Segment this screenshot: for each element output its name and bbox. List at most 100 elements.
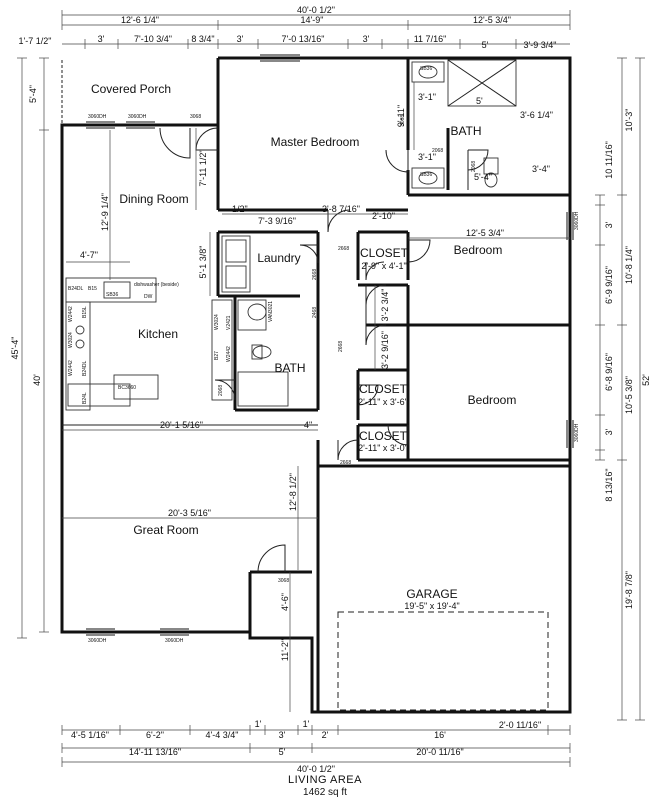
kitchen-code: B15L [82,306,88,318]
dim-interior: 11'-2" [280,639,290,661]
left-dimensions [17,57,49,639]
kitchen-code: B24L [82,392,88,404]
room-closet-2: CLOSET [359,382,408,396]
living-area-value: 1462 sq ft [303,787,347,798]
dim-bottom: 4'-5 1/16" [71,730,109,740]
dim-bath: 3'-4" [532,164,550,174]
kitchen-code: B24DL [82,360,88,376]
room-bedroom-1: Bedroom [454,243,503,257]
dim-seg: 5' [482,40,489,50]
dim-interior: 12'-8 1/2" [288,473,298,511]
dim-right: 10'-8 1/4" [624,246,634,284]
dim-interior: 12'-9 1/4" [100,193,110,231]
bath-code: W2442 [226,346,232,362]
windows [86,54,574,636]
sink-code: SB36 [420,172,432,178]
exterior-wall [60,56,572,714]
kitchen-code: W2442 [68,360,74,376]
room-covered-porch: Covered Porch [91,82,171,96]
door-code: 2468 [312,307,318,318]
dim-interior: 7'-3 9/16" [258,216,296,226]
right-dimensions [595,57,645,721]
room-closet-3: CLOSET [359,429,408,443]
kitchen-code: dishwasher (beside) [134,282,179,288]
dim-bath: 5'-4" [474,172,492,182]
door-code: 3068 [278,578,289,584]
door-code: 2668 [338,341,344,352]
dim-right: 10'-5 3/8" [624,376,634,414]
dim-interior: 4'-7" [80,250,98,260]
living-area-title: LIVING AREA [288,774,362,786]
dim-right: 10'-3" [624,109,634,132]
dim-interior: 12'-5 3/4" [466,228,504,238]
dim-seg: 3' [363,34,370,44]
dim-right: 3' [604,428,614,435]
dim-bottom: 4'-4 3/4" [206,730,239,740]
dim-bottom: 1' [303,719,310,729]
door-code: 2068 [432,148,443,154]
dim-interior: 4" [304,420,312,430]
dim-right-overall: 52' [641,374,650,386]
dim-bottom: 1' [255,719,262,729]
dim-right: 10 11/16" [604,141,614,179]
dim-seg: 7'-10 3/4" [134,34,172,44]
dim-interior: 3'-2 3/4" [380,289,390,322]
dim-bottom: 2' [322,730,329,740]
dim-right: 8 13/16" [604,468,614,501]
dim-porch-offset: 1'-7 1/2" [19,36,52,46]
dim-seg: 3' [237,34,244,44]
window-code: 3060DH [128,114,147,120]
dim-right: 19'-8 7/8" [624,571,634,609]
dim-interior: 3'-2 9/16" [380,331,390,369]
closet-1-size: 2'-9" x 4'-1" [361,261,406,271]
kitchen-code: DW [144,294,153,300]
dim-interior: 7'-11 1/2" [198,149,208,186]
room-laundry: Laundry [257,251,300,265]
interior-dim-lines [62,82,570,712]
dim-bottom: 6'-2" [146,730,164,740]
bath-code: VAN3021 [268,301,274,322]
kitchen-code: W3024 [68,332,74,348]
room-garage: GARAGE [406,587,457,601]
room-kitchen: Kitchen [138,327,178,341]
garage-size: 19'-5" x 19'-4" [404,601,459,611]
door-code: 3068 [190,114,201,120]
dim-bottom: 14'-11 13/16" [129,747,181,757]
bath-code: B27 [214,351,220,360]
dim-interior: 1/2" [232,204,248,214]
dim-left-inner: 40' [32,374,42,386]
door-swings [159,127,489,573]
dim-top-left: 12'-6 1/4" [121,15,159,25]
closet-2-size: 2'-11" x 3'-6" [358,397,408,407]
room-bedroom-2: Bedroom [468,393,517,407]
window-code: 3060DH [88,114,107,120]
room-great-room: Great Room [133,523,198,537]
dim-left-overall: 45'-4" [10,337,20,360]
dim-bath: 3'-6 1/4" [520,110,553,120]
dim-interior: 5'-1 3/8" [198,246,208,279]
dim-top-mid: 14'-9" [301,15,324,25]
dim-interior: 20'-3 5/16" [168,508,211,518]
room-master-bath: BATH [450,124,481,138]
dim-bottom: 2'-0 11/16" [499,720,541,730]
dim-left-porch: 5'-4" [28,85,38,103]
dim-seg: 8 3/4" [191,34,214,44]
dim-bottom: 5' [279,747,286,757]
door-code: 2068 [218,385,224,396]
dim-interior: 3'-8 7/16" [322,204,360,214]
sink-code: SB36 [420,66,432,72]
room-master-bedroom: Master Bedroom [271,135,360,149]
dim-right: 6'-8 9/16" [604,353,614,391]
fixture-codes: 3060DH 3060DH 3068 3060DH 3060DH 3068 30… [68,66,580,644]
dim-bottom: 3' [279,730,286,740]
door-code: 3068 [400,115,406,126]
kitchen-code: SB36 [106,292,118,298]
dim-bottom: 16' [434,730,446,740]
bottom-dimensions [61,725,571,767]
bath-code: W3024 [214,314,220,330]
dim-bottom-overall: 40'-0 1/2" [297,764,335,774]
window-code: 3060DH [88,638,107,644]
room-hall-bath: BATH [274,361,305,375]
dim-bottom: 20'-0 11/16" [416,747,463,757]
kitchen-code: B24DL [68,286,84,292]
